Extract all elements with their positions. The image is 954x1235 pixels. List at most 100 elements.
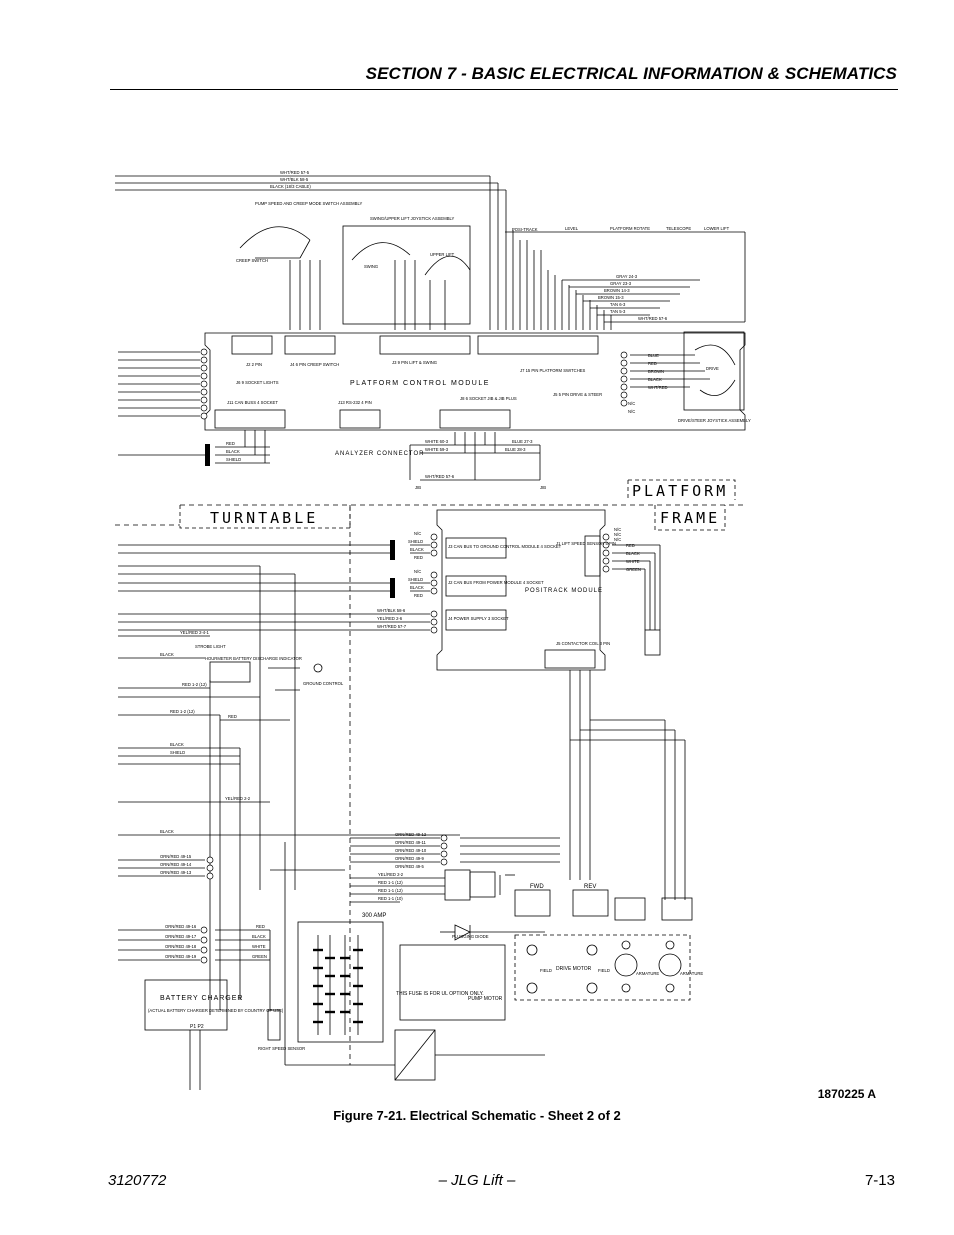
figure-caption: Figure 7-21. Electrical Schematic - Shee…	[333, 1108, 621, 1123]
battery-charger-note: (ACTUAL BATTERY CHARGER DETERMINED BY CO…	[148, 1008, 284, 1013]
turntable-label: TURNTABLE	[210, 509, 318, 527]
jib-wire-1: WHITE 60-3	[425, 439, 449, 444]
charger-wire-1: ORN/RED 49-16	[165, 924, 197, 929]
orn-red-wire-8: ORN/RED 49-5	[395, 864, 425, 869]
upper-lift-label: UPPER LIFT	[430, 252, 455, 257]
orn-red-wire-4: ORN/RED 49-12	[395, 832, 427, 837]
charger-wire-3: ORN/RED 49-18	[165, 944, 197, 949]
lower-lift-label: LOWER LIFT	[704, 226, 730, 231]
footer-doc-number: 3120772	[108, 1172, 167, 1189]
strobe-light-label: STROBE LIGHT	[195, 644, 226, 649]
j4-label: J4 6 PIN CREEP SWITCH	[290, 362, 339, 367]
orn-red-wire-2: ORN/RED 49-14	[160, 862, 192, 867]
platform-wire-5: TAN 6-3	[610, 302, 626, 307]
jib-left-label: JIB	[415, 485, 421, 490]
telescope-label: TELESCOPE	[666, 226, 691, 231]
charger-wire-7: WHITE	[252, 944, 266, 949]
fuse-rating-label: 300 AMP	[362, 913, 386, 919]
positrack-left-wire-6: SHIELD	[408, 577, 423, 582]
turntable-wire-1: YEL/RED 2-4-1	[180, 630, 210, 635]
platform-wire-2: GRAY 23-3	[610, 281, 632, 286]
armature-label-left: ARMATURE	[636, 971, 659, 976]
positrack-left-wire-10: YEL/RED 2-6	[377, 616, 403, 621]
j4b-label: J4 POWER SUPPLY 3 SOCKET	[448, 616, 509, 621]
turntable-wire-2: BLACK	[160, 652, 174, 657]
drive-steer-label: DRIVE/STEER JOYSTICK ASSEMBLY	[678, 418, 751, 423]
top-wire-1: WHT/RED 57-5	[280, 170, 310, 175]
j2b-label: J2 CAN BUS FROM POWER MODULE 4 SOCKET	[448, 580, 544, 585]
level-switch-label: LEVEL	[565, 226, 579, 231]
positrack-left-wire-1: N/C	[414, 531, 421, 536]
jib-right-label: JIB	[540, 485, 546, 490]
drive-motor-label: DRIVE MOTOR	[556, 966, 592, 972]
orn-red-wire-5: ORN/RED 49-11	[395, 840, 427, 845]
j5-label: J5 5 PIN DRIVE & STEER	[553, 392, 602, 397]
jib-wire-5: WHT/RED 57-6	[425, 474, 455, 479]
positrack-left-wire-5: N/C	[414, 569, 421, 574]
charger-wire-8: GREEN	[252, 954, 267, 959]
positrack-right-wire-7: GREEN	[626, 567, 641, 572]
battery-charger-label: BATTERY CHARGER	[160, 995, 243, 1002]
positrack-left-wire-8: RED	[414, 593, 423, 598]
creep-switch-label: CREEP SWITCH	[236, 258, 268, 263]
positrack-left-wire-9: WHT/BLK 58-6	[377, 608, 406, 613]
positrack-right-wire-6: WHITE	[626, 559, 640, 564]
turntable-wire-6: BLACK	[170, 742, 184, 747]
top-wire-2: WHT/BLK 58-5	[280, 177, 309, 182]
analyzer-connector-label: ANALYZER CONNECTOR	[335, 451, 424, 457]
footer-page-number: 7-13	[864, 1172, 895, 1189]
section-title: SECTION 7 - BASIC ELECTRICAL INFORMATION…	[365, 64, 897, 83]
platform-control-module-label: PLATFORM CONTROL MODULE	[350, 380, 490, 387]
footer-title: – JLG Lift –	[438, 1172, 516, 1189]
can-wire-red: RED	[226, 441, 235, 446]
field-label-right: FIELD	[598, 968, 610, 973]
j8-label: J8 6 SOCKET JIB & JIB PLUS	[460, 396, 517, 401]
orn-red-wire-7: ORN/RED 49-9	[395, 856, 425, 861]
turntable-wire-4: RED 1-2 (12)	[170, 709, 195, 714]
top-wire-3: BLACK (18/3 CABLE)	[270, 184, 311, 189]
j1-label: J1 LIFT SPEED SENSOR 5 PIN	[556, 541, 616, 546]
j3-label: J3 9 PIN LIFT & SWING	[392, 360, 437, 365]
contactor-wire-1: YEL/RED 2-2	[378, 872, 404, 877]
ground-control-label: GROUND CONTROL	[303, 681, 344, 686]
pump-speed-switch-label: PUMP SPEED AND CREEP MODE SWITCH ASSEMBL…	[255, 201, 362, 206]
j5b-label: J5 CONTACTOR COIL 3 PIN	[556, 641, 610, 646]
frame-label: FRAME	[660, 509, 720, 527]
turntable-wire-3: RED 1-2 (12)	[182, 682, 207, 687]
positrack-left-wire-11: WHT/RED 57-7	[377, 624, 407, 629]
positrack-right-wire-4: RED	[626, 543, 635, 548]
positrack-left-wire-2: SHIELD	[408, 539, 423, 544]
fwd-label: FWD	[530, 884, 544, 890]
contactor-wire-2: RED 1-1 (12)	[378, 880, 403, 885]
drive-wire-2: RED	[648, 361, 657, 366]
charger-pins: P1 P2	[190, 1024, 204, 1030]
contactor-wire-4: RED 1-1 (10)	[378, 896, 403, 901]
j11-label: J11 CAN BUSS 4 SOCKET	[227, 400, 278, 405]
turntable-wire-7: SHIELD	[170, 750, 185, 755]
platform-wire-7: WHT/RED 57-6	[638, 316, 668, 321]
swing-joystick-label: SWING/UPPER LIFT JOYSTICK ASSEMBLY	[370, 216, 455, 221]
jib-wire-4: BLUE 28-3	[505, 447, 526, 452]
positrack-left-wire-7: BLACK	[410, 585, 424, 590]
drive-wire-6: N/C	[628, 401, 635, 406]
drive-wire-7: N/C	[628, 409, 635, 414]
turntable-wire-9: BLACK	[160, 829, 174, 834]
armature-label-right: ARMATURE	[680, 971, 703, 976]
charger-wire-5: RED	[256, 924, 265, 929]
orn-red-wire-3: ORN/RED 49-13	[160, 870, 192, 875]
hourmeter-label: HOURMETER BATTERY DISCHARGE INDICATOR	[205, 656, 302, 661]
jib-wire-2: WHITE 59-3	[425, 447, 449, 452]
j2-label: J2 2 PIN	[246, 362, 262, 367]
positrack-right-wire-3: N/C	[614, 537, 621, 542]
turntable-wire-8: YEL/RED 2-2	[225, 796, 251, 801]
drive-wire-1: BLUE	[648, 353, 659, 358]
drive-wire-4: BLACK	[648, 377, 662, 382]
fuse-note-label: THIS FUSE IS FOR UL OPTION ONLY.	[396, 991, 484, 997]
drive-label: DRIVE	[706, 366, 719, 371]
positrack-right-wire-2: N/C	[614, 532, 621, 537]
platform-wire-4: BROWN 15-3	[598, 295, 624, 300]
j13-label: J13 RS-232 4 PIN	[338, 400, 372, 405]
positrack-module-label: POSITRACK MODULE	[525, 588, 603, 594]
swing-label: SWING	[364, 264, 378, 269]
